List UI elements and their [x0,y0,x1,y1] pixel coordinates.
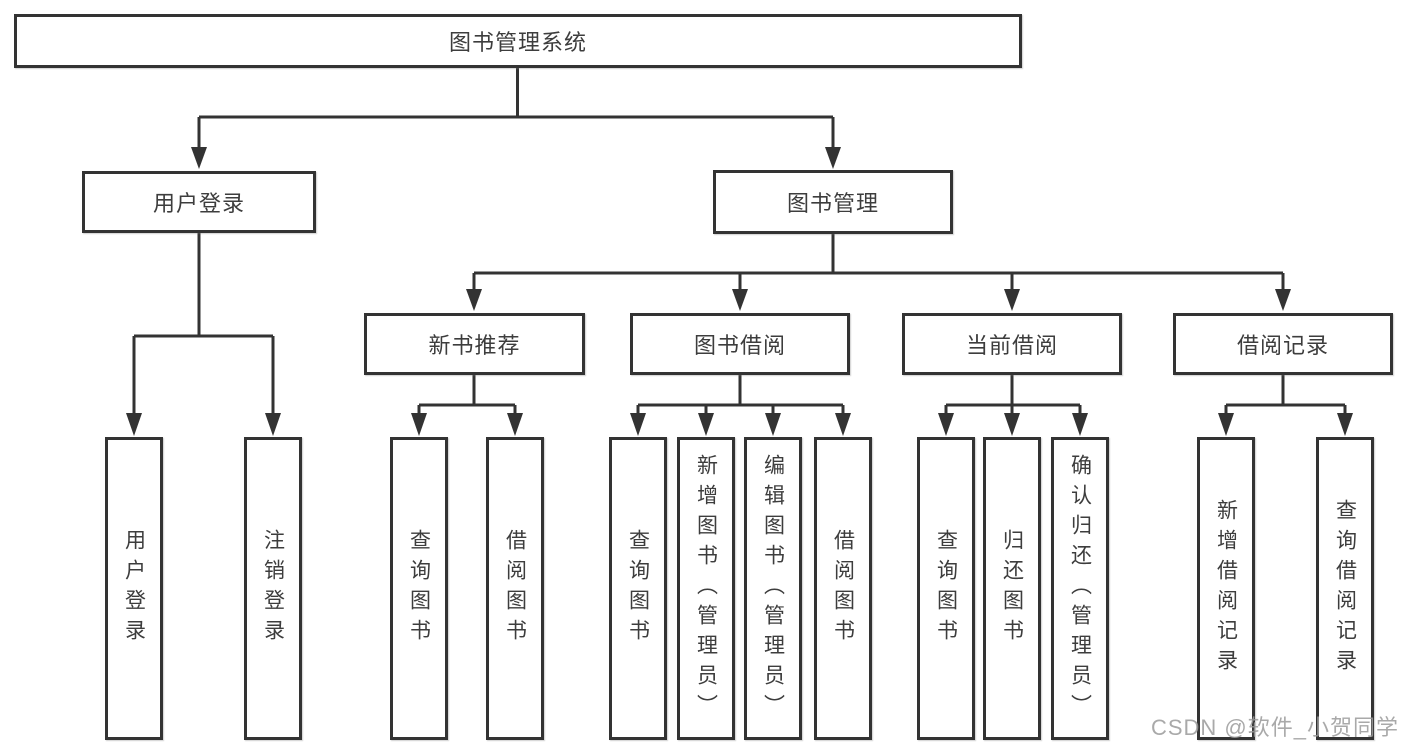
csdn-watermark: CSDN @软件_小贺同学 [1150,715,1399,740]
node-label: 用户登录 [152,191,245,216]
leaf-add-books-admin: 新增图书（管理员） [677,437,735,740]
leaf-query-books-borrow: 查询图书 [609,437,667,740]
node-label: 借阅图书 [503,528,527,649]
leaf-confirm-return-admin: 确认归还（管理员） [1051,437,1109,740]
leaf-edit-books-admin: 编辑图书（管理员） [744,437,802,740]
node-label: 确认归还（管理员） [1068,453,1092,724]
arrowhead [1218,413,1234,436]
node-label: 借阅图书 [831,528,855,649]
arrowhead [507,413,523,436]
node-label: 图书管理 [786,191,879,216]
node-label: 注销登录 [261,528,285,649]
leaf-query-books-current: 查询图书 [917,437,975,740]
arrowhead [698,413,714,436]
connector-borrow-record-to-leaves [1218,375,1353,436]
node-book-management: 图书管理 [713,170,953,234]
arrowhead [732,289,748,311]
node-label: 编辑图书（管理员） [761,453,785,724]
node-user-login: 用户登录 [82,171,316,233]
node-label: 查询图书 [626,528,650,649]
leaf-user-login: 用户登录 [105,437,163,740]
arrowhead [825,147,841,169]
arrowhead [1275,289,1291,311]
node-label: 新增借阅记录 [1214,498,1238,679]
node-label: 查询借阅记录 [1333,498,1357,679]
leaf-borrow-books-recommend: 借阅图书 [486,437,544,740]
node-label: 图书管理系统 [448,30,587,55]
arrowhead [938,413,954,436]
leaf-logout-login: 注销登录 [244,437,302,740]
leaf-return-books: 归还图书 [983,437,1041,740]
connector-user-login-to-leaves [126,233,281,436]
arrowhead [630,413,646,436]
arrowhead [126,413,142,436]
connector-current-borrow-to-leaves [938,375,1088,436]
arrowhead [1004,289,1020,311]
node-borrowing-records: 借阅记录 [1173,313,1393,375]
node-label: 查询图书 [407,528,431,649]
node-system-root: 图书管理系统 [14,14,1022,68]
arrowhead [411,413,427,436]
connector-new-book-to-leaves [411,375,523,436]
node-label: 图书借阅 [693,333,786,358]
arrowhead [265,413,281,436]
node-label: 查询图书 [934,528,958,649]
node-label: 新书推荐 [428,333,521,358]
arrowhead [835,413,851,436]
node-label: 当前借阅 [965,333,1058,358]
node-label: 新增图书（管理员） [694,453,718,724]
arrowhead [1004,413,1020,436]
node-new-book-recommendation: 新书推荐 [364,313,585,375]
leaf-borrow-books: 借阅图书 [814,437,872,740]
node-label: 借阅记录 [1236,333,1329,358]
arrowhead [1337,413,1353,436]
leaf-add-borrow-record: 新增借阅记录 [1197,437,1255,740]
node-label: 用户登录 [122,528,146,649]
leaf-query-borrow-record: 查询借阅记录 [1316,437,1374,740]
connector-book-borrow-to-leaves [630,375,851,436]
node-label: 归还图书 [1000,528,1024,649]
arrowhead [191,147,207,169]
arrowhead [765,413,781,436]
connector-book-management-to-level3 [466,234,1291,311]
arrowhead [1072,413,1088,436]
leaf-query-books-recommend: 查询图书 [390,437,448,740]
node-current-borrowing: 当前借阅 [902,313,1122,375]
arrowhead [466,289,482,311]
connector-root-to-level2 [191,68,841,169]
node-book-borrowing: 图书借阅 [630,313,850,375]
